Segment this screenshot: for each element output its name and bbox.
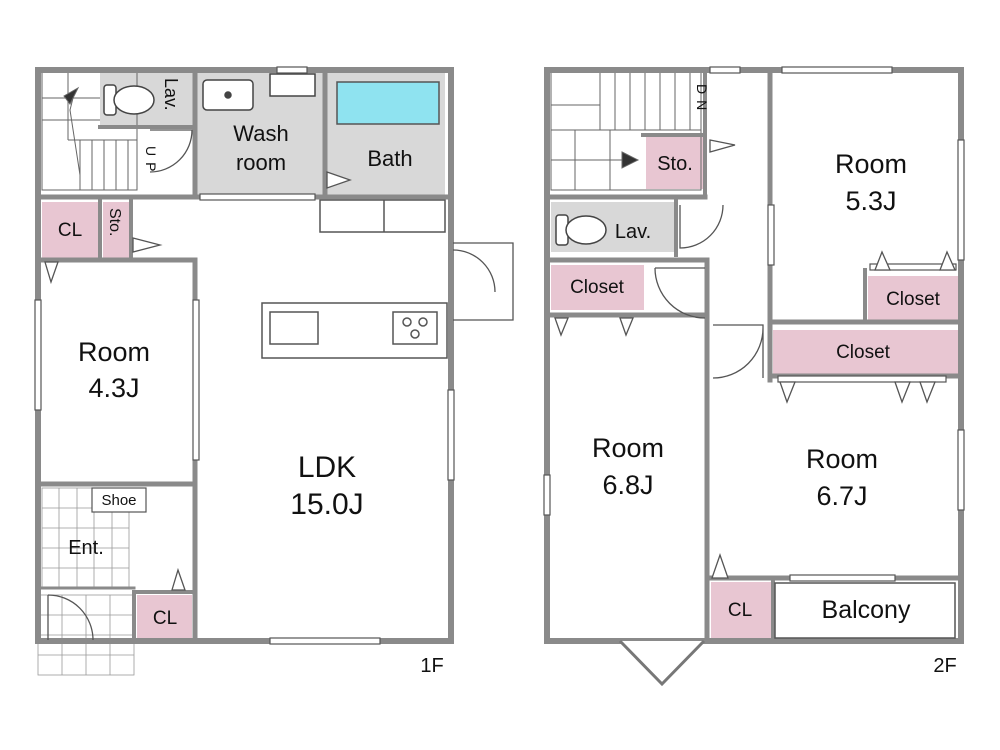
cl-lower-area xyxy=(137,595,192,638)
windows-1f xyxy=(34,66,455,645)
doors-2f xyxy=(554,139,957,579)
toilet-icon-1f xyxy=(103,84,155,116)
ldk-size: 15.0J xyxy=(290,488,363,521)
room-d-name: Room xyxy=(806,444,878,474)
balcony-area xyxy=(774,582,956,639)
sto-label-2f: Sto. xyxy=(657,153,693,175)
balcony-label: Balcony xyxy=(822,596,911,624)
cl-upper-area xyxy=(42,202,98,258)
floor-label-1f: 1F xyxy=(420,655,443,677)
bath-label: Bath xyxy=(367,146,412,171)
stairs-down-label: DN xyxy=(694,84,710,116)
closet-c-area xyxy=(773,330,958,374)
second-floor: Room 5.3J Room 6.8J Room 6.7J Lav. Sto. … xyxy=(543,66,965,687)
room-c-size: 6.8J xyxy=(602,470,653,500)
closet-c-label: Closet xyxy=(836,342,891,363)
sink-icon xyxy=(202,73,316,111)
closet-b-area xyxy=(868,276,958,321)
room-a-name: Room xyxy=(78,337,150,367)
toilet-icon-2f xyxy=(555,214,607,246)
room-b-size: 5.3J xyxy=(845,186,896,216)
room-a-size: 4.3J xyxy=(88,373,139,403)
sto-label-1f: Sto. xyxy=(106,208,123,236)
entrance-label: Ent. xyxy=(68,537,104,559)
bay-window xyxy=(618,639,706,687)
kitchen-counter xyxy=(261,199,448,359)
doors-1f xyxy=(44,129,514,641)
cl-lower-label: CL xyxy=(153,608,177,629)
lav-label-2f: Lav. xyxy=(615,221,651,243)
sto-area-1f xyxy=(103,202,129,258)
stairs-1f xyxy=(41,71,138,191)
bathtub xyxy=(336,81,440,125)
shoe-label: Shoe xyxy=(101,492,136,509)
cl-area-2f xyxy=(711,582,771,638)
lav-label-1f: Lav. xyxy=(161,78,181,111)
closet-a-label: Closet xyxy=(570,277,625,298)
wash-room-line2: room xyxy=(236,150,286,175)
closet-b-label: Closet xyxy=(886,289,941,310)
cl-upper-label: CL xyxy=(58,220,82,241)
room-d-size: 6.7J xyxy=(816,481,867,511)
windows-2f xyxy=(543,66,965,582)
stairs-2f xyxy=(550,71,702,191)
floor-label-2f: 2F xyxy=(933,655,956,677)
sto-area-2f xyxy=(646,137,703,189)
ldk-name: LDK xyxy=(298,451,356,484)
closet-a-area xyxy=(551,265,644,310)
room-b-name: Room xyxy=(835,149,907,179)
room-c-name: Room xyxy=(592,433,664,463)
cl-label-2f: CL xyxy=(728,600,752,621)
entrance-tiles xyxy=(37,487,135,676)
shoe-box xyxy=(91,487,147,513)
wash-room-line1: Wash xyxy=(233,121,288,146)
first-floor: LDK 15.0J Room 4.3J Wash room Bath Lav. … xyxy=(34,66,514,677)
stairs-up-label: UP xyxy=(143,146,159,177)
